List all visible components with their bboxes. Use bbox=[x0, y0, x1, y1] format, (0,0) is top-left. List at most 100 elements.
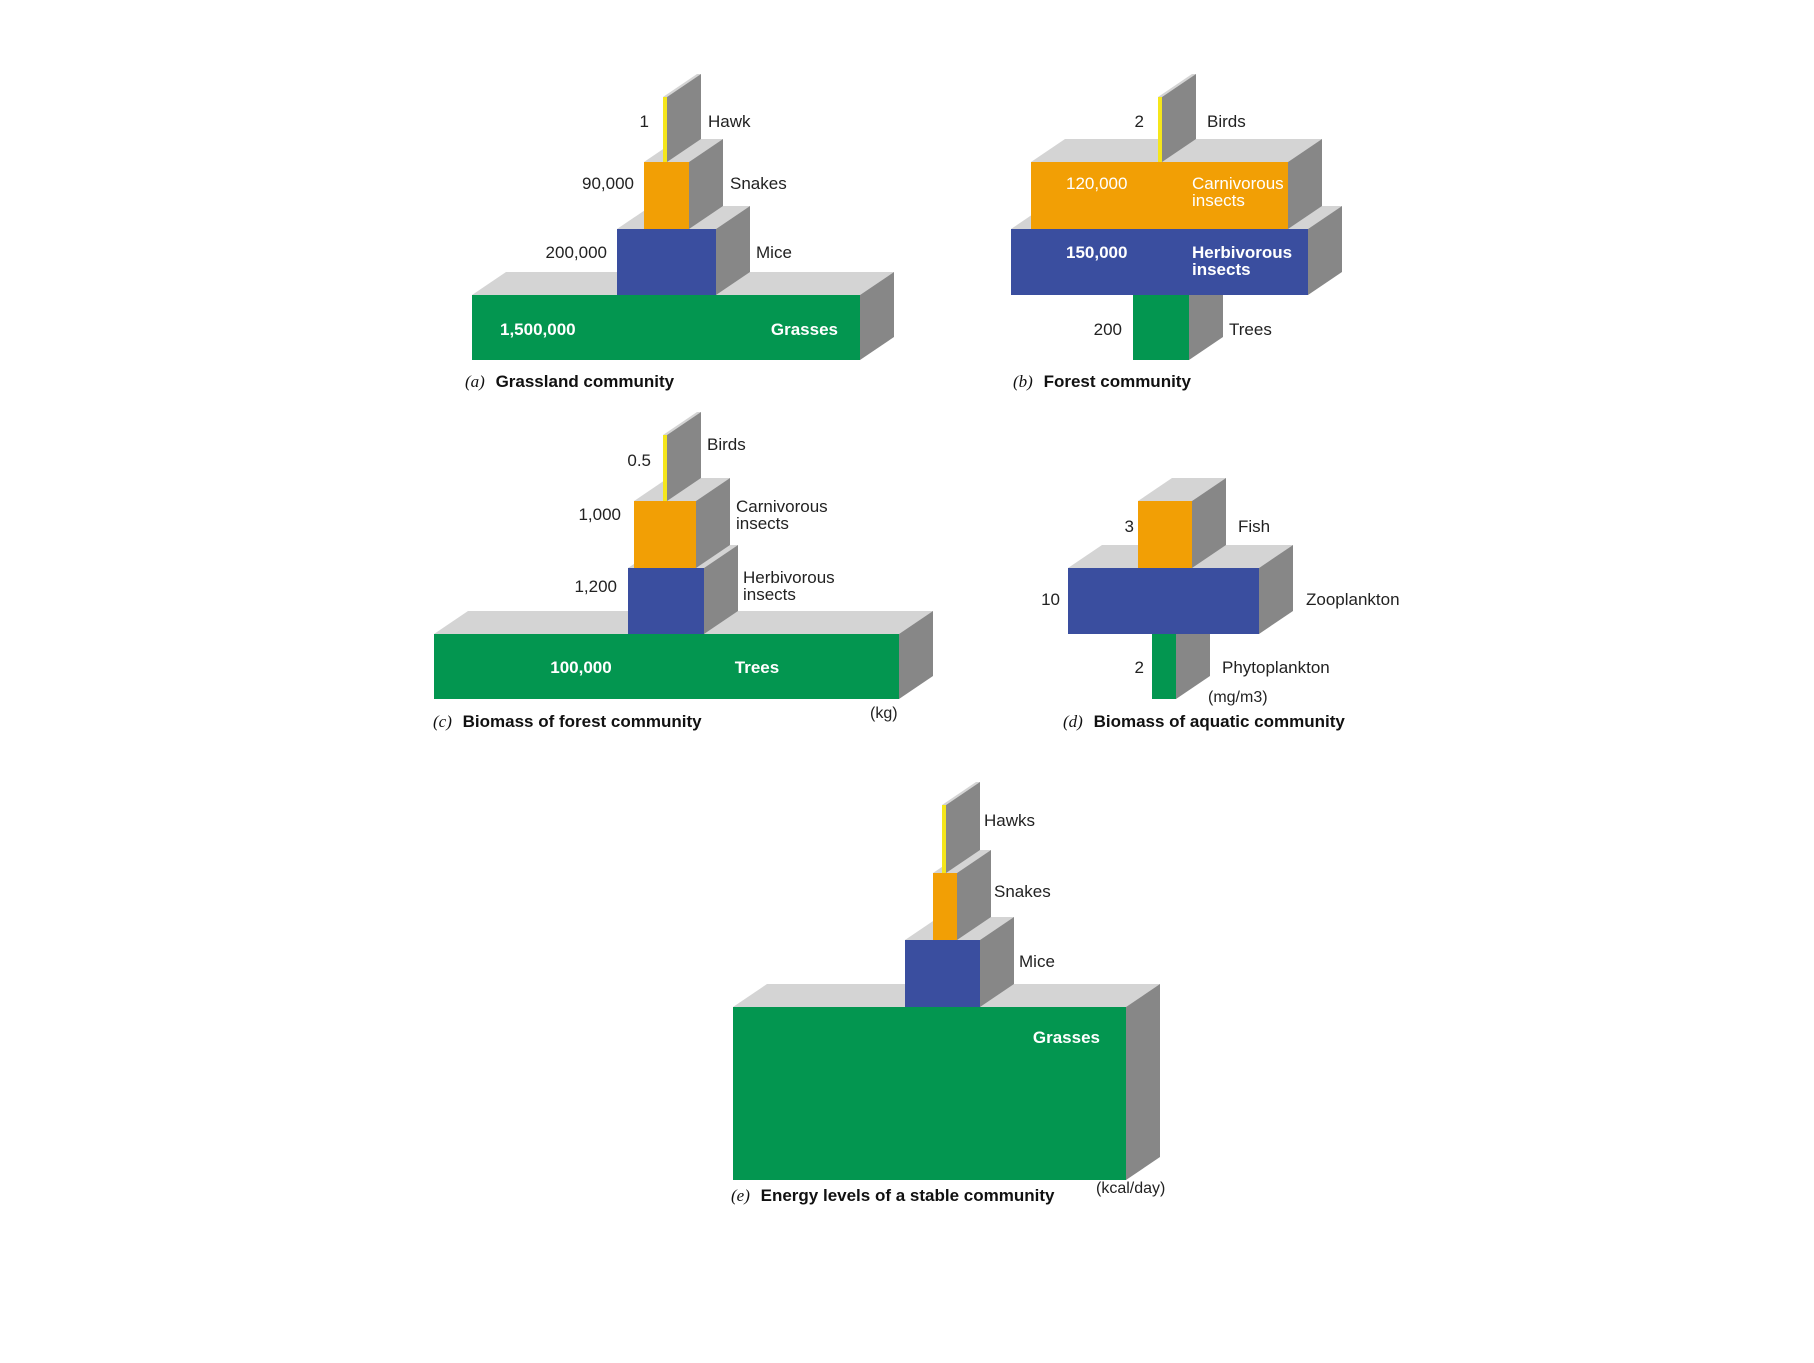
block-e-mice-side bbox=[980, 917, 1014, 1007]
caption-d: (d) Biomass of aquatic community bbox=[1063, 712, 1345, 731]
block-b-herbivores-side bbox=[1308, 206, 1342, 295]
block-b-carnivores-front bbox=[1031, 162, 1288, 229]
block-a-snakes-side bbox=[689, 139, 723, 229]
panel-d-aquatic-biomass: 2 Phytoplankton 10 Zooplankton 3 Fish (m… bbox=[1041, 478, 1400, 731]
block-a-mice-side bbox=[716, 206, 750, 295]
label-a-mice: Mice bbox=[756, 243, 792, 262]
caption-d-title: Biomass of aquatic community bbox=[1094, 712, 1346, 731]
block-e-snakes-side bbox=[957, 850, 991, 940]
label-e-mice: Mice bbox=[1019, 952, 1055, 971]
block-a-hawk-side bbox=[667, 74, 701, 162]
block-d-phyto-front bbox=[1152, 634, 1176, 699]
block-e-hawks-side bbox=[946, 782, 980, 873]
caption-d-letter: (d) bbox=[1063, 712, 1083, 731]
block-b-birds-side bbox=[1162, 74, 1196, 162]
block-d-fish-front bbox=[1138, 501, 1192, 568]
panel-a-grassland: 1,500,000 Grasses 200,000 Mice 90,000 Sn… bbox=[465, 74, 894, 391]
block-b-trees-front bbox=[1133, 295, 1189, 360]
block-c-herbivores-front bbox=[628, 568, 704, 634]
label-c-trees: Trees bbox=[735, 658, 779, 677]
label-b-birds: Birds bbox=[1207, 112, 1246, 131]
block-c-birds-side bbox=[667, 412, 701, 501]
block-b-herbivores-front bbox=[1011, 229, 1308, 295]
block-a-grasses-side bbox=[860, 272, 894, 360]
label-e-hawks: Hawks bbox=[984, 811, 1035, 830]
label-d-phyto: Phytoplankton bbox=[1222, 658, 1330, 677]
value-c-birds: 0.5 bbox=[627, 451, 651, 470]
block-c-trees-side bbox=[899, 611, 933, 699]
value-b-birds: 2 bbox=[1135, 112, 1144, 131]
block-e-hawks-top bbox=[942, 782, 980, 805]
value-a-hawk: 1 bbox=[640, 112, 649, 131]
unit-d: (mg/m3) bbox=[1208, 689, 1268, 706]
caption-e-title: Energy levels of a stable community bbox=[761, 1186, 1055, 1205]
value-a-snakes: 90,000 bbox=[582, 174, 634, 193]
label-c-herbivores: Herbivorous insects bbox=[743, 568, 839, 604]
label-b-carnivores: Carnivorous insects bbox=[1192, 174, 1288, 210]
value-b-trees: 200 bbox=[1094, 320, 1122, 339]
block-e-hawks-front bbox=[942, 805, 946, 873]
caption-e-letter: (e) bbox=[731, 1186, 750, 1205]
label-b-herbivores-line1: Herbivorous bbox=[1192, 243, 1292, 262]
block-d-zoo-side bbox=[1259, 545, 1293, 634]
value-c-herbivores: 1,200 bbox=[574, 577, 617, 596]
label-c-herbivores-line2: insects bbox=[743, 585, 796, 604]
block-c-carnivores-side bbox=[696, 478, 730, 568]
value-d-fish: 3 bbox=[1125, 517, 1134, 536]
caption-c: (c) Biomass of forest community bbox=[433, 712, 702, 731]
caption-c-letter: (c) bbox=[433, 712, 452, 731]
value-b-carnivores: 120,000 bbox=[1066, 174, 1127, 193]
block-a-snakes-front bbox=[644, 162, 689, 229]
block-e-mice-front bbox=[905, 940, 980, 1007]
label-b-carnivores-line2: insects bbox=[1192, 191, 1245, 210]
block-a-grasses-front bbox=[472, 295, 860, 360]
caption-b-title: Forest community bbox=[1044, 372, 1192, 391]
panel-b-forest: 200 Trees 150,000 Herbivorous insects 12… bbox=[1011, 74, 1342, 391]
label-b-herbivores-line2: insects bbox=[1192, 260, 1251, 279]
block-d-zoo-front bbox=[1068, 568, 1259, 634]
block-e-snakes-front bbox=[933, 873, 957, 940]
caption-e: (e) Energy levels of a stable community bbox=[731, 1186, 1055, 1205]
label-c-birds: Birds bbox=[707, 435, 746, 454]
label-c-carnivores-line1: Carnivorous bbox=[736, 497, 828, 516]
label-d-zoo: Zooplankton bbox=[1306, 590, 1400, 609]
block-a-mice-front bbox=[617, 229, 716, 295]
caption-a-title: Grassland community bbox=[496, 372, 675, 391]
panel-e-energy: Grasses Mice Snakes Hawks (kcal/day) (e)… bbox=[731, 782, 1165, 1205]
label-c-carnivores-line2: insects bbox=[736, 514, 789, 533]
panel-c-forest-biomass: 100,000 Trees 1,200 Herbivorous insects … bbox=[433, 412, 933, 731]
block-c-herbivores-side bbox=[704, 545, 738, 634]
value-d-phyto: 2 bbox=[1135, 658, 1144, 677]
unit-e: (kcal/day) bbox=[1096, 1180, 1165, 1197]
caption-b: (b) Forest community bbox=[1013, 372, 1191, 391]
block-c-birds-front bbox=[663, 435, 667, 501]
label-b-trees: Trees bbox=[1229, 320, 1272, 339]
label-c-carnivores: Carnivorous insects bbox=[736, 497, 832, 533]
label-b-carnivores-line1: Carnivorous bbox=[1192, 174, 1284, 193]
label-a-snakes: Snakes bbox=[730, 174, 787, 193]
unit-c: (kg) bbox=[870, 705, 898, 722]
block-a-hawk-front bbox=[663, 97, 667, 162]
label-a-grasses: Grasses bbox=[771, 320, 838, 339]
value-b-herbivores: 150,000 bbox=[1066, 243, 1127, 262]
block-c-carnivores-front bbox=[634, 501, 696, 568]
block-a-hawk-top bbox=[663, 74, 701, 97]
label-e-grasses: Grasses bbox=[1033, 1028, 1100, 1047]
caption-a-letter: (a) bbox=[465, 372, 485, 391]
value-c-trees: 100,000 bbox=[550, 658, 611, 677]
block-b-birds-top bbox=[1158, 74, 1196, 97]
block-c-birds-top bbox=[663, 412, 701, 435]
label-c-herbivores-line1: Herbivorous bbox=[743, 568, 835, 587]
label-d-fish: Fish bbox=[1238, 517, 1270, 536]
block-d-fish-side bbox=[1192, 478, 1226, 568]
block-b-carnivores-side bbox=[1288, 139, 1322, 229]
block-c-trees-front bbox=[434, 634, 899, 699]
caption-a: (a) Grassland community bbox=[465, 372, 675, 391]
block-b-birds-front bbox=[1158, 97, 1162, 162]
value-a-grasses: 1,500,000 bbox=[500, 320, 576, 339]
block-d-fish-top bbox=[1138, 478, 1226, 501]
label-e-snakes: Snakes bbox=[994, 882, 1051, 901]
block-e-grasses-front bbox=[733, 1007, 1126, 1180]
label-b-herbivores: Herbivorous insects bbox=[1192, 243, 1297, 279]
